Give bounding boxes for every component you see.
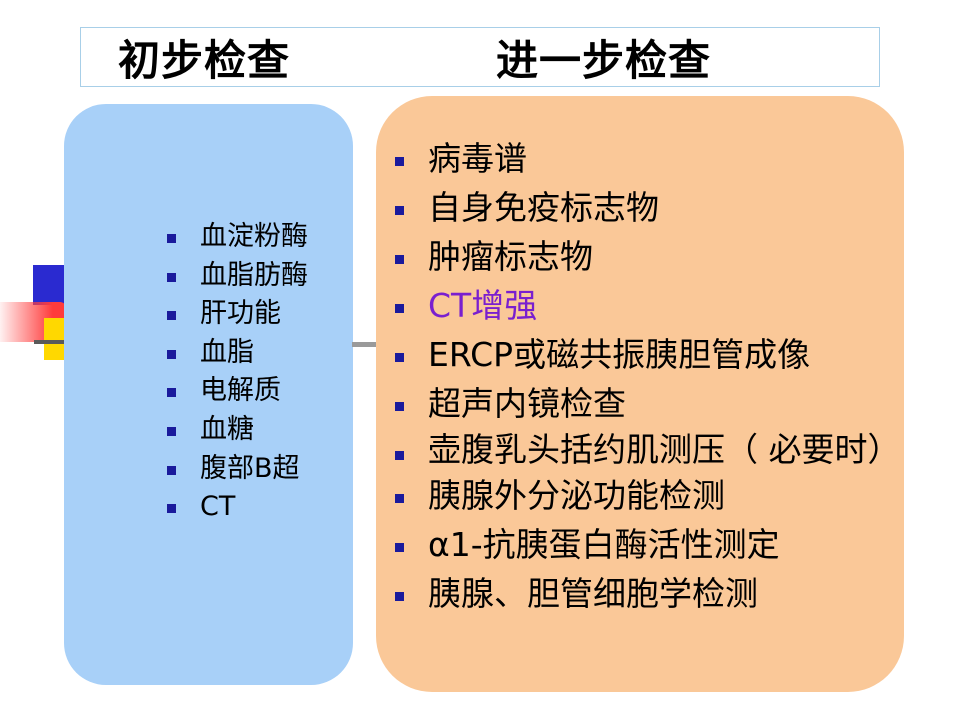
decorative-horizontal-line	[34, 340, 90, 344]
list-item: CT增强	[390, 283, 890, 329]
decorative-blue-square	[33, 265, 67, 305]
further-exam-list: 病毒谱 自身免疫标志物 肿瘤标志物 CT增强 ERCP或磁共振胰胆管成像 超声内…	[390, 136, 901, 617]
initial-exam-panel	[64, 104, 353, 685]
list-item: 自身免疫标志物	[390, 185, 890, 231]
square-bullet-icon	[167, 426, 176, 436]
list-item: 电解质	[160, 372, 308, 411]
list-item: 血淀粉酶	[160, 218, 308, 257]
list-item: CT	[160, 488, 308, 527]
panel-connector	[352, 342, 376, 347]
square-bullet-icon	[395, 402, 404, 411]
list-item: 肿瘤标志物	[390, 234, 890, 280]
list-item: 血脂	[160, 334, 308, 373]
square-bullet-icon	[395, 255, 404, 264]
square-bullet-icon	[167, 272, 176, 282]
square-bullet-icon	[167, 388, 176, 398]
square-bullet-icon	[167, 349, 176, 359]
list-item: α1-抗胰蛋白酶活性测定	[390, 522, 890, 568]
square-bullet-icon	[167, 311, 176, 321]
list-item: 超声内镜检查	[390, 381, 890, 427]
square-bullet-icon	[395, 494, 404, 503]
square-bullet-icon	[395, 206, 404, 215]
square-bullet-icon	[395, 592, 404, 601]
list-item: 肝功能	[160, 295, 308, 334]
further-exam-heading: 进一步检查	[496, 36, 712, 85]
square-bullet-icon	[395, 451, 404, 460]
initial-exam-list: 血淀粉酶 血脂肪酶 肝功能 血脂 电解质 血糖 腹部B超 CT	[160, 218, 308, 527]
list-item: 腹部B超	[160, 450, 308, 489]
square-bullet-icon	[395, 353, 404, 362]
further-exam-panel	[376, 96, 904, 692]
square-bullet-icon	[167, 465, 176, 475]
square-bullet-icon	[395, 157, 404, 166]
list-item: 血糖	[160, 411, 308, 450]
square-bullet-icon	[395, 543, 404, 552]
list-item: 血脂肪酶	[160, 257, 308, 296]
list-item: ERCP或磁共振胰胆管成像	[390, 332, 890, 378]
list-item: 胰腺外分泌功能检测	[390, 473, 890, 519]
square-bullet-icon	[167, 234, 176, 243]
initial-exam-heading: 初步检查	[118, 36, 291, 85]
square-bullet-icon	[167, 504, 176, 514]
square-bullet-icon	[395, 304, 404, 313]
list-item: 胰腺、胆管细胞学检测	[390, 571, 890, 617]
title-frame	[80, 27, 880, 87]
list-item: 壶腹乳头括约肌测压（ 必要时）	[390, 430, 901, 470]
list-item: 病毒谱	[390, 136, 890, 182]
